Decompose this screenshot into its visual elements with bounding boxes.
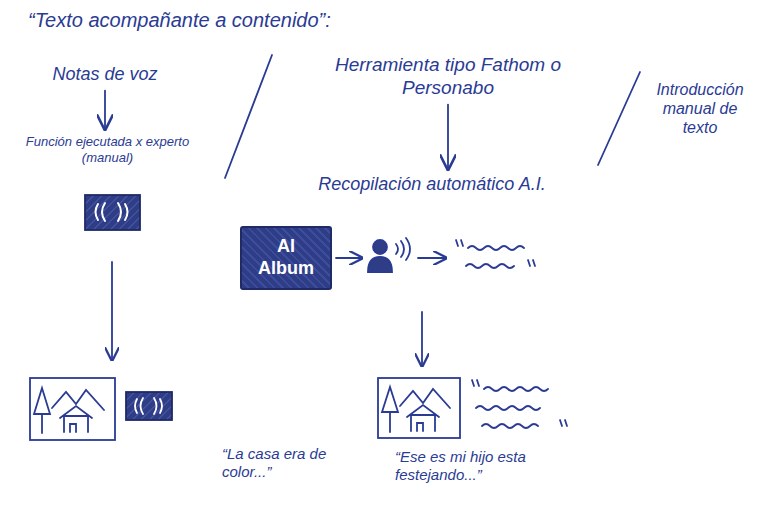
audio-box [126, 392, 172, 420]
audio-icon [126, 392, 172, 420]
photo-frame [30, 378, 115, 440]
scribble-line [482, 424, 538, 428]
text-node: Herramienta tipo Fathom o Personabo [318, 52, 578, 102]
album-box: AI Album [240, 226, 332, 290]
photo-sketch [378, 378, 460, 438]
tree [382, 387, 398, 432]
photo-sketch [30, 378, 115, 440]
quote-mark [472, 380, 479, 386]
flow-arrow [111, 262, 113, 360]
scribble-line [466, 264, 514, 268]
speech-waves [396, 238, 410, 260]
text-node: Notas de voz [30, 62, 180, 88]
node-label: Recopilación automático A.I. [276, 174, 588, 196]
audio-wave [135, 398, 162, 414]
node-label: Herramienta tipo Fathom o Personabo [322, 54, 574, 100]
quote-note: “La casa era de color...” [222, 445, 372, 481]
photo-frame [378, 378, 460, 438]
text-node: Recopilación automático A.I. [272, 172, 592, 198]
quote-mark [560, 420, 567, 426]
flow-arrow [336, 257, 362, 259]
scribble-line [476, 406, 540, 410]
scribbled-quote [472, 380, 567, 428]
column-divider [225, 55, 272, 178]
flow-arrow [421, 312, 423, 366]
column-heading: Introducción manual de texto [650, 80, 750, 138]
house [407, 405, 439, 431]
column-divider [598, 72, 640, 165]
house [60, 406, 92, 432]
tree [34, 388, 50, 433]
text-node: Función ejecutada x experto (manual) [20, 132, 195, 167]
speaker-icon [368, 238, 410, 272]
audio-wave [96, 203, 128, 221]
flow-arrow [104, 91, 106, 129]
person-body [368, 257, 392, 272]
audio-box [85, 195, 140, 230]
quote-note: “Ese es mi hijo esta festejando...” [395, 448, 585, 484]
node-label: Notas de voz [34, 64, 176, 86]
node-label: Función ejecutada x experto (manual) [24, 134, 191, 165]
scribble-line [484, 387, 548, 391]
flow-arrow [418, 257, 446, 259]
person-head [373, 240, 387, 254]
scribbled-quote [456, 240, 535, 268]
sketch-title: “Texto acompañante a contenido”: [28, 8, 331, 32]
scribble-line [468, 246, 524, 250]
quote-mark [456, 240, 463, 246]
flow-arrow [447, 105, 449, 169]
quote-mark [528, 260, 535, 266]
audio-icon [85, 195, 140, 230]
box-label: AI Album [248, 236, 324, 279]
mountains [400, 389, 450, 408]
